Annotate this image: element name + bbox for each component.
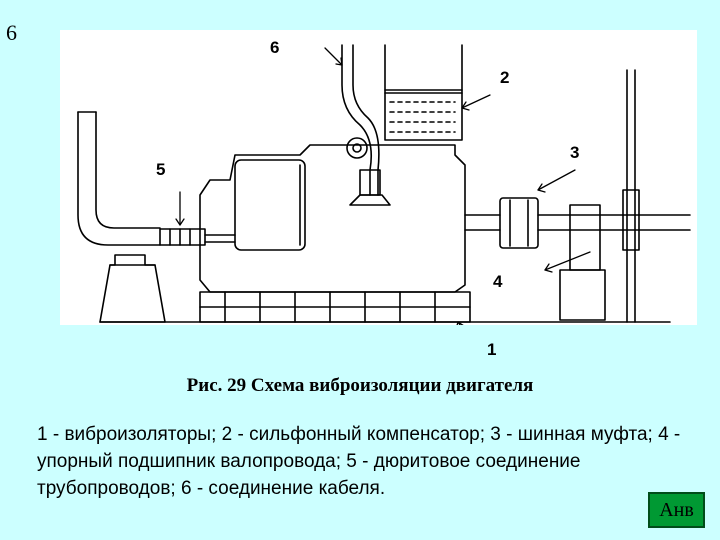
cable xyxy=(341,44,373,196)
label-1: 1 xyxy=(487,340,497,359)
figure-legend: 1 - виброизоляторы; 2 - сильфонный компе… xyxy=(37,424,681,499)
exhaust-pipe-outer xyxy=(77,111,161,246)
tire-coupling xyxy=(499,197,539,249)
label-6: 6 xyxy=(270,38,280,57)
figure-caption: Рис. 29 Схема виброизоляции двигателя xyxy=(186,375,534,396)
label-5: 5 xyxy=(156,160,166,179)
engine-cover xyxy=(234,159,306,251)
engine-vibration-isolation-diagram: 6 2 3 5 4 xyxy=(60,30,697,325)
durite-joint xyxy=(159,228,206,246)
label-2: 2 xyxy=(500,68,510,87)
exhaust-pipe-inner xyxy=(95,111,161,229)
cable-gland xyxy=(346,137,368,159)
engine-block xyxy=(199,144,466,293)
nav-button[interactable]: Анв xyxy=(648,492,705,528)
slide-number: 6 xyxy=(6,20,17,45)
diagram-drawing xyxy=(77,44,691,325)
label-3: 3 xyxy=(570,143,580,162)
label-4: 4 xyxy=(493,272,503,291)
bearing-base xyxy=(559,269,606,321)
